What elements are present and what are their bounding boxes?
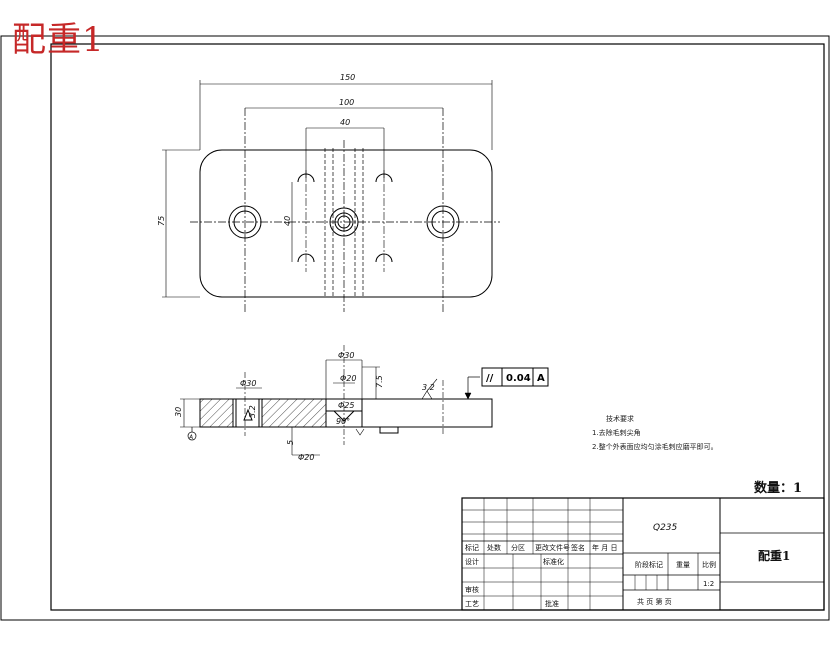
tb-stage-mark-label: 阶段标记 (635, 560, 663, 569)
tolerance-symbol: // (486, 373, 494, 384)
tb-weight-label: 重量 (676, 561, 690, 569)
right-bore-inner (431, 210, 455, 234)
roughness-3-2b: 3.2 (248, 405, 257, 418)
dim-dia-30-top: Φ30 (338, 351, 354, 360)
center-bore-inner (334, 212, 354, 232)
right-bore-outer (426, 205, 460, 239)
tb-review-label: 审核 (465, 585, 479, 594)
tech-item-2: 2.整个外表面应均匀涂毛刺应磨平即可。 (592, 443, 718, 451)
tb-scale-label: 比例 (702, 560, 716, 569)
tb-approve-label: 批准 (545, 599, 559, 608)
tb-standardize-label: 标准化 (543, 557, 564, 566)
tb-process-label: 工艺 (465, 600, 479, 608)
tb-material: Q235 (653, 523, 678, 533)
dim-thickness-30: 30 (174, 407, 183, 417)
technical-requirements: 技术要求 1.去除毛刺尖角 2.整个外表面应均匀涂毛刺应磨平即可。 (592, 412, 718, 454)
tolerance-datum: A (537, 373, 545, 384)
dim-width-40: 40 (340, 118, 350, 127)
tb-header-date: 年 月 日 (592, 543, 617, 552)
left-bore-inner (233, 210, 257, 234)
top-view (162, 80, 500, 312)
dim-dia-20-top: Φ20 (340, 374, 356, 383)
plate-outline (199, 149, 493, 298)
quantity-label: 数量：1 (754, 481, 803, 496)
tb-scale-value: 1:2 (703, 580, 714, 588)
inner-border (50, 43, 825, 611)
tb-header-count: 处数 (487, 543, 501, 552)
dim-dia-30-left: Φ30 (240, 379, 256, 388)
tech-item-1: 1.去除毛刺尖角 (592, 429, 641, 437)
dim-chamfer-90: 90° (336, 417, 350, 426)
datum-a-label: A (188, 434, 193, 441)
tb-header-signature: 签名 (571, 543, 585, 552)
outer-border (0, 35, 830, 621)
tb-header-change-doc: 更改文件号 (535, 543, 570, 552)
tolerance-frame: // 0.04 A (481, 367, 549, 387)
dim-dia-20-bottom: Φ20 (298, 453, 314, 462)
dim-width-150: 150 (340, 73, 355, 82)
dim-height-75: 75 (157, 216, 166, 226)
section-view (180, 345, 493, 456)
tech-heading: 技术要求 (606, 415, 634, 423)
tb-header-mark: 标记 (465, 543, 479, 552)
tb-designer-label: 设计 (465, 557, 479, 566)
dim-width-100: 100 (339, 98, 354, 107)
roughness-3-2: 3.2 (422, 383, 435, 392)
tb-sheet-info: 共 页 第 页 (637, 597, 672, 606)
dim-height-40: 40 (283, 216, 292, 226)
dim-dia-25: Φ25 (338, 401, 354, 410)
tb-part-name: 配重1 (758, 548, 790, 563)
dim-depth-5: 5 (286, 440, 295, 445)
left-bore-outer (228, 205, 262, 239)
drawing-title: 配重1 (12, 20, 105, 60)
center-bore-outer (329, 207, 359, 237)
center-bore-thread (337, 215, 351, 229)
tb-header-zone: 分区 (511, 543, 525, 552)
title-block (461, 497, 825, 611)
dim-depth-7-5: 7.5 (375, 375, 384, 388)
tolerance-value: 0.04 (506, 373, 531, 384)
